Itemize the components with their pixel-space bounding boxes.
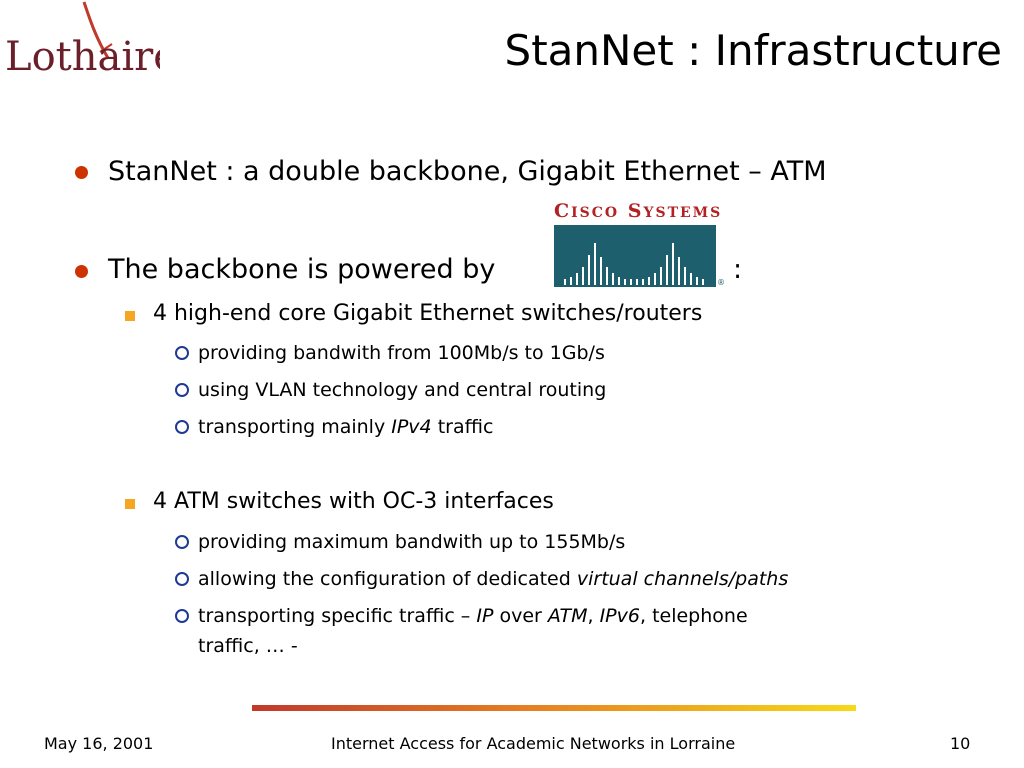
bullet-circle-icon [175,420,189,434]
footer-title: Internet Access for Academic Networks in… [331,734,736,753]
group2-item-continuation: traffic, … - [198,635,298,657]
bullet-circle-icon [175,609,189,623]
svg-text:Lothaire: Lothaire [5,34,160,80]
bullet-square-icon [125,311,135,321]
page-number: 10 [950,734,971,753]
group1-item: providing bandwith from 100Mb/s to 1Gb/s [198,342,605,364]
bullet-powered-colon: : [733,254,743,285]
lothaire-logo: Lothaire [0,0,160,80]
bullet-dot-icon [75,166,88,179]
bullet-circle-icon [175,572,189,586]
bullet-square-icon [125,499,135,509]
bullet-dot-icon [75,265,88,278]
group1-item: transporting mainly IPv4 traffic [198,416,494,438]
bullet-backbone: StanNet : a double backbone, Gigabit Eth… [108,156,827,187]
group1-heading: 4 high-end core Gigabit Ethernet switche… [153,301,703,326]
group2-item: allowing the configuration of dedicated … [198,568,789,590]
group2-item: transporting specific traffic – IP over … [198,605,748,627]
bullet-circle-icon [175,383,189,397]
slide-title: StanNet : Infrastructure [504,26,1002,75]
footer-date: May 16, 2001 [44,734,154,753]
registered-mark: ® [717,278,725,287]
group2-item: providing maximum bandwith up to 155Mb/s [198,531,626,553]
group1-item: using VLAN technology and central routin… [198,379,607,401]
group2-heading: 4 ATM switches with OC-3 interfaces [153,489,554,514]
bullet-circle-icon [175,535,189,549]
bullet-powered-by: The backbone is powered by [108,254,496,285]
cisco-systems-logo: CISCO SYSTEMS [552,197,728,289]
svg-text:CISCO SYSTEMS: CISCO SYSTEMS [554,200,722,222]
bullet-circle-icon [175,346,189,360]
footer-gradient-bar [252,705,856,711]
